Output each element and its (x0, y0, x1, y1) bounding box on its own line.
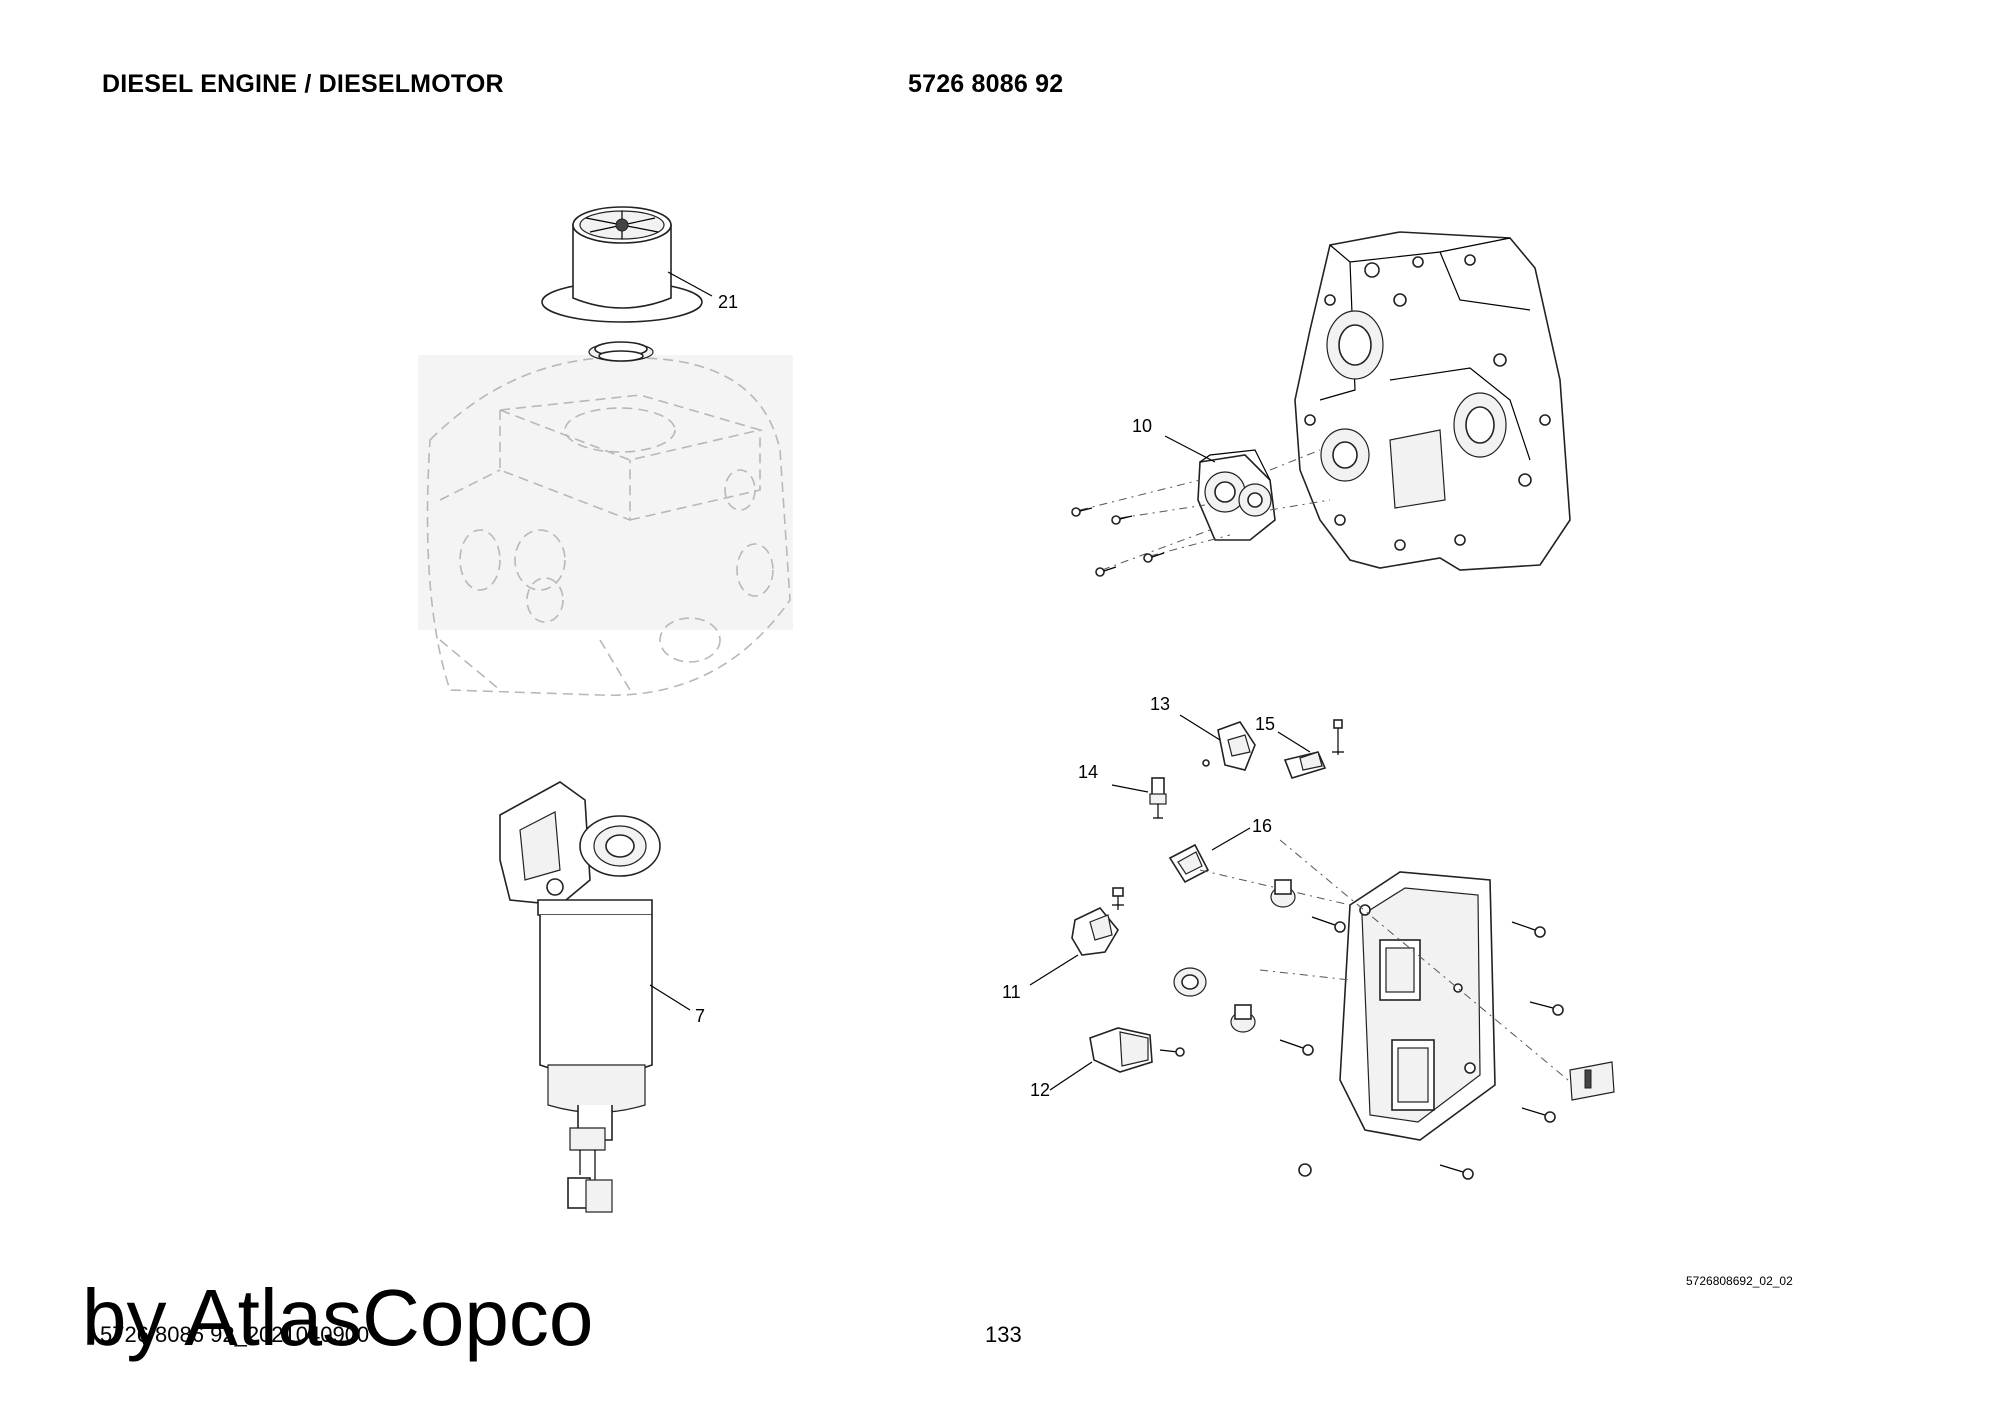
sensor-15 (1283, 719, 1344, 779)
pump-bolts (1071, 449, 1331, 577)
footer-file-code: 5726 8086 92_2021040900 (100, 1322, 370, 1347)
ecu-mounting-hardware (1173, 839, 1615, 1180)
fuel-filter (499, 781, 661, 1213)
callout-15: 15 (1255, 714, 1275, 734)
leader-line-15 (1277, 731, 1311, 753)
engine-block (1294, 231, 1571, 571)
thermostat-housing-ghost (418, 355, 793, 697)
oil-pump (1197, 449, 1276, 541)
sensor-12 (1089, 1027, 1185, 1073)
callout-10: 10 (1132, 416, 1152, 436)
callout-11: 11 (1002, 982, 1021, 1002)
watermark: by AtlasCopco (82, 1273, 594, 1362)
leader-line-7 (649, 984, 691, 1011)
page-number: 133 (985, 1322, 1022, 1347)
leader-line-14 (1111, 784, 1149, 793)
sensor-13 (1202, 721, 1256, 771)
page-title: DIESEL ENGINE / DIESELMOTOR (102, 70, 504, 98)
callout-13: 13 (1150, 694, 1170, 714)
leader-line-11 (1029, 954, 1079, 986)
document-number: 5726 8086 92 (908, 70, 1064, 98)
sensor-14 (1149, 777, 1167, 819)
leader-line-10 (1164, 435, 1216, 463)
leader-line-21 (667, 271, 713, 297)
callout-7: 7 (695, 1006, 705, 1026)
sensor-11 (1071, 887, 1124, 956)
sheet-reference: 5726808692_02_02 (1686, 1274, 1793, 1288)
callout-16: 16 (1252, 816, 1272, 836)
leader-line-13 (1179, 714, 1221, 741)
callout-21: 21 (718, 292, 738, 312)
leader-line-12 (1049, 1061, 1093, 1091)
ecu-module (1339, 871, 1496, 1141)
callout-14: 14 (1078, 762, 1098, 782)
leader-line-16 (1211, 827, 1251, 851)
sensor-16 (1168, 843, 1210, 884)
thermostat (541, 206, 703, 362)
callout-12: 12 (1030, 1080, 1050, 1100)
